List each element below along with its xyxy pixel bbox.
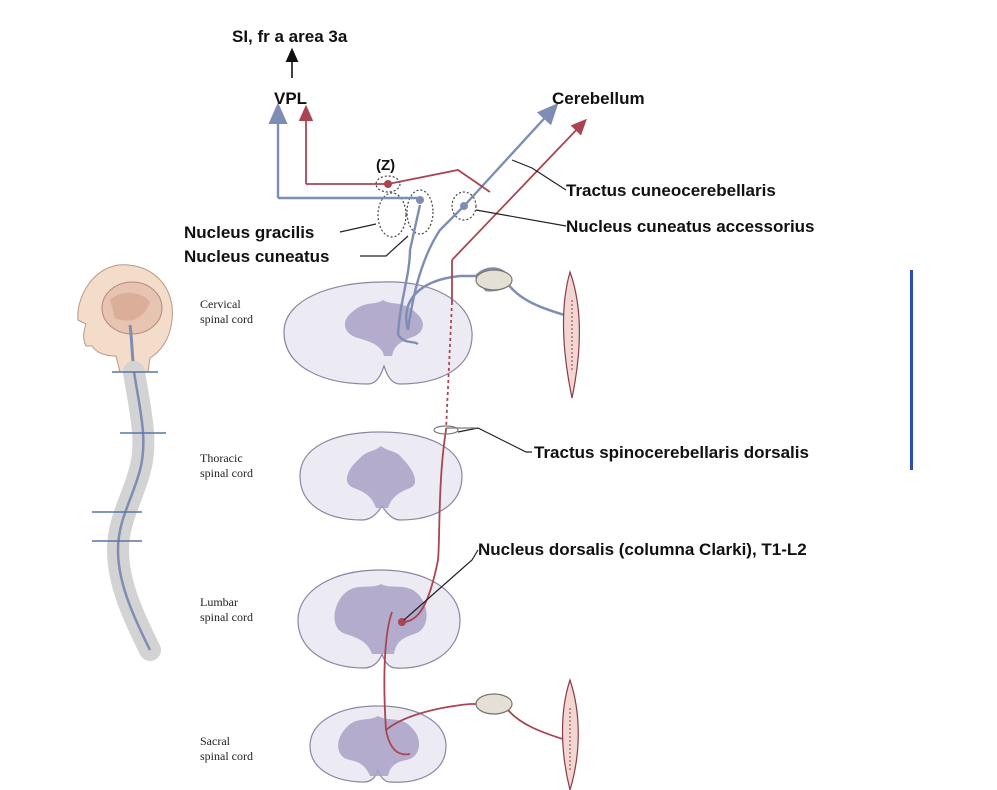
leader-nucleus-cuneatus xyxy=(360,235,409,257)
label-nucleus-dorsalis: Nucleus dorsalis (columna Clarki), T1-L2 xyxy=(478,540,807,559)
label-nucleus-cuneatus: Nucleus cuneatus xyxy=(184,247,330,266)
thoracic-cross-section xyxy=(299,431,463,521)
leader-nucleus-cuneatus-accessorius xyxy=(475,209,567,227)
leader-tractus-spinocerebellaris xyxy=(457,427,532,453)
cervical-cross-section xyxy=(283,281,473,385)
label-tractus-cuneocerebellaris: Tractus cuneocerebellaris xyxy=(566,181,776,200)
red-pathway xyxy=(298,104,587,756)
spine-illustration xyxy=(92,361,166,661)
leader-nucleus-dorsalis xyxy=(403,549,479,621)
sacral-ganglion xyxy=(475,693,513,715)
lumbar-cross-section xyxy=(297,569,461,669)
sacral-cross-section xyxy=(309,705,447,783)
nucleus-z-outline xyxy=(375,175,401,193)
nucleus-gracilis-outline xyxy=(377,192,407,238)
leader-nucleus-gracilis xyxy=(339,223,377,233)
nucleus-cuneatus-accessorius-outline xyxy=(451,191,477,221)
blue-pathway xyxy=(268,102,569,346)
label-cerebellum: Cerebellum xyxy=(552,89,645,108)
label-nucleus-cuneatus-accessorius: Nucleus cuneatus accessorius xyxy=(566,217,815,236)
tract-ring xyxy=(433,425,459,435)
label-si-area: SI, fr a area 3a xyxy=(232,27,348,46)
nucleus-cuneatus-outline xyxy=(406,189,434,235)
head-illustration xyxy=(77,264,173,373)
label-nucleus-gracilis: Nucleus gracilis xyxy=(184,223,314,242)
label-z: (Z) xyxy=(376,157,395,174)
lower-muscle-spindle xyxy=(561,678,579,790)
leader-tractus-cuneocerebellaris xyxy=(511,159,567,191)
label-tractus-spinocerebellaris-dorsalis: Tractus spinocerebellaris dorsalis xyxy=(534,443,809,462)
cervical-ganglion xyxy=(474,267,513,292)
body-figure xyxy=(77,264,173,661)
upper-muscle-spindle xyxy=(562,270,580,399)
side-scroll-bar xyxy=(910,270,913,470)
label-vpl: VPL xyxy=(274,89,307,108)
